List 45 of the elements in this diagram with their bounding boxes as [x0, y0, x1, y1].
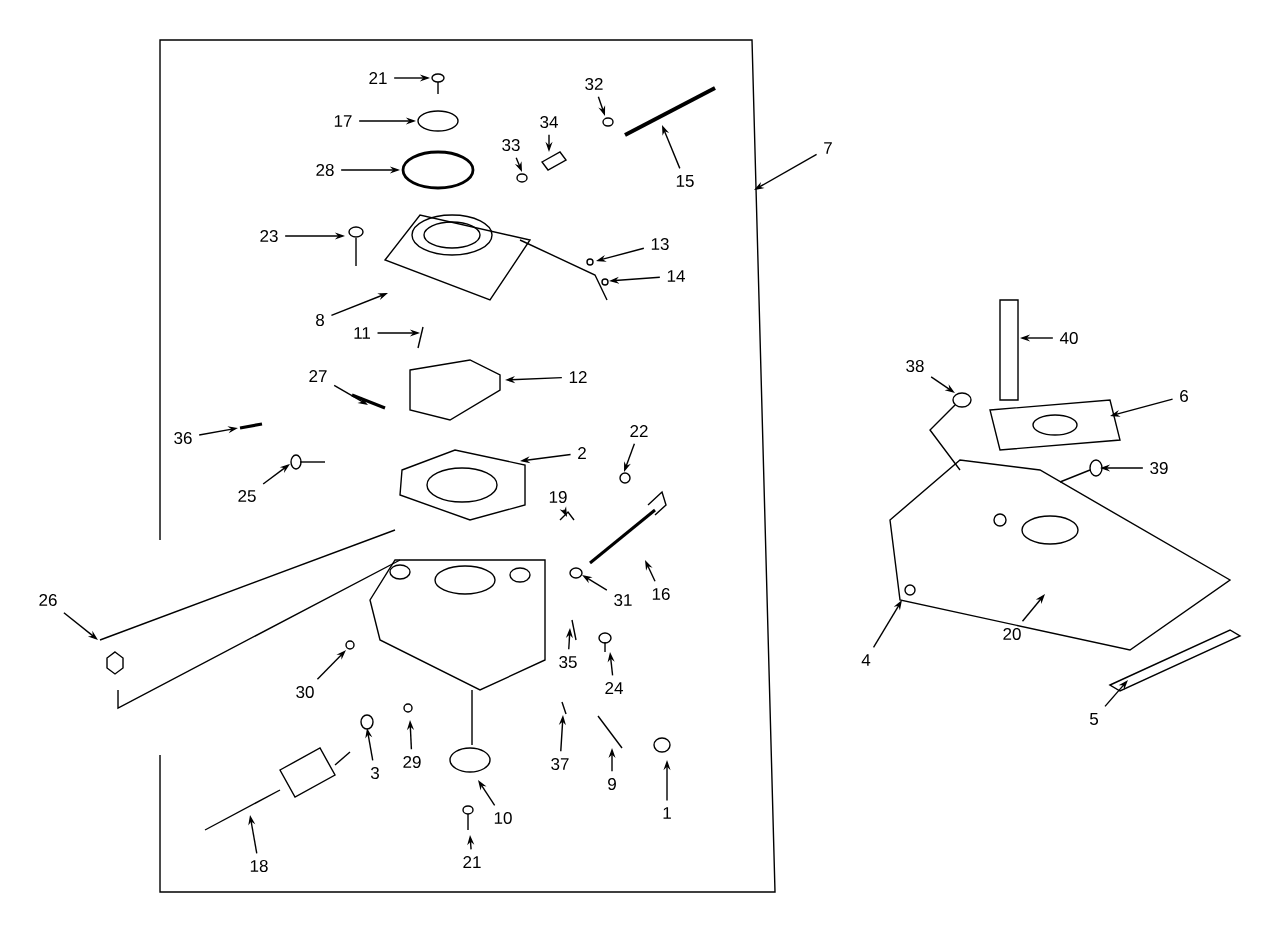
callout-number: 32: [585, 78, 603, 90]
callout-number: 18: [250, 860, 268, 872]
callout-number: 11: [354, 327, 370, 339]
callout-number: 14: [667, 270, 685, 282]
callout-number: 28: [316, 164, 334, 176]
callout-number: 19: [549, 491, 567, 503]
callout-number: 22: [630, 425, 648, 437]
callout-number: 40: [1059, 332, 1078, 344]
callout-number: 38: [906, 360, 924, 372]
callout-number: 37: [551, 758, 569, 770]
leader-line: [1021, 594, 1045, 622]
callout-number: 8: [316, 314, 324, 326]
callout-number: 25: [238, 490, 256, 502]
callout-number: 10: [494, 812, 512, 824]
leader-line: [316, 650, 346, 680]
callout-number: 23: [260, 230, 278, 242]
callout-number: 21: [369, 72, 387, 84]
callout-number: 35: [559, 656, 577, 668]
callout-number: 4: [861, 654, 871, 666]
callout-number: 39: [1150, 462, 1168, 474]
callout-number: 9: [608, 778, 616, 790]
callout-number: 6: [1180, 390, 1188, 402]
callout-number: 31: [614, 594, 632, 606]
callout-number: 17: [334, 115, 352, 127]
callout-number: 34: [540, 116, 558, 128]
callout-number: 15: [676, 175, 694, 187]
leader-line: [1104, 680, 1128, 708]
callout-number: 16: [652, 588, 670, 600]
callout-number: 3: [370, 767, 379, 779]
callout-number: 1: [663, 807, 671, 819]
callout-number: 27: [309, 370, 327, 382]
callout-number: 12: [569, 371, 587, 383]
leader-line: [63, 612, 98, 640]
callout-number: 5: [1089, 713, 1099, 725]
callout-number: 21: [463, 856, 481, 868]
callout-number: 13: [651, 238, 669, 250]
callout-number: 20: [1003, 628, 1021, 640]
callout-number: 7: [824, 142, 832, 154]
callout-number: 24: [605, 682, 623, 694]
callout-number: 2: [578, 447, 586, 459]
callout-number: 30: [296, 686, 314, 698]
callout-number: 26: [39, 594, 57, 606]
callout-number: 33: [502, 139, 520, 151]
callout-number: 29: [403, 756, 421, 768]
callout-number: 36: [174, 432, 192, 444]
